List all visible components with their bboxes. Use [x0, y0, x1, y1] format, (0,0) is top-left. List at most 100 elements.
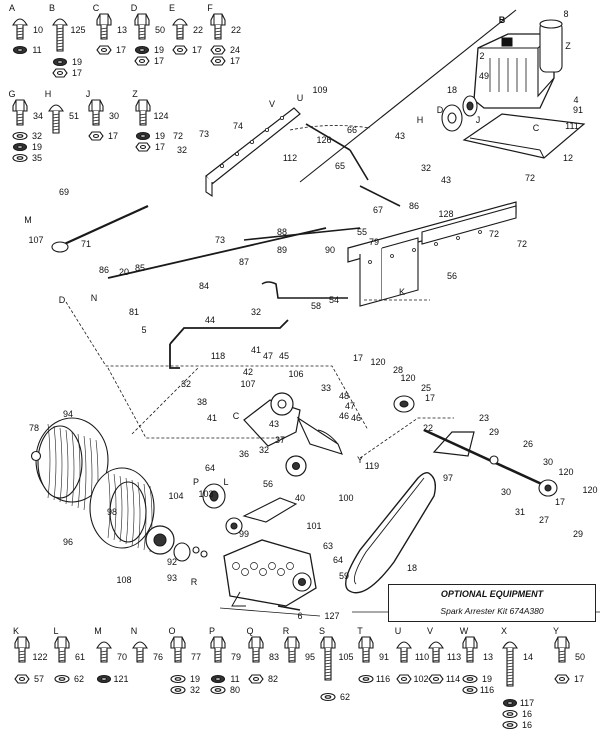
- callout-41-60: 41: [250, 345, 262, 355]
- hardware-Q-fastener: [248, 636, 264, 649]
- hardware-X-fastener-thread: [506, 677, 514, 680]
- hardware-G-fastener-thread: [16, 122, 24, 125]
- hardware-H-fastener-thread: [52, 116, 60, 119]
- callout-44-57: 44: [204, 315, 216, 325]
- hardware-D-part-17-1-label: 17: [153, 56, 165, 66]
- hardware-P-part-80-1-hole: [214, 688, 222, 692]
- tire-tread: [47, 423, 51, 499]
- callout-12-13: 12: [562, 153, 574, 163]
- hardware-letter-K: K: [12, 626, 20, 636]
- callout-Y-80: Y: [356, 455, 364, 465]
- callout-18-121: 18: [406, 563, 418, 573]
- callout-36-70: 36: [238, 449, 250, 459]
- callout-J-11: J: [475, 115, 481, 125]
- callout-108-117: 108: [116, 575, 132, 585]
- hardware-letter-P: P: [208, 626, 216, 636]
- hardware-Z-fastener: [135, 99, 151, 112]
- hardware-letter-M: M: [94, 626, 102, 636]
- hardware-Q-part-83: 83: [268, 652, 280, 662]
- callout-45-62: 45: [278, 351, 290, 361]
- hardware-B-fastener: [52, 18, 68, 26]
- hardware-K-fastener-thread: [18, 653, 26, 656]
- bracket-hole: [264, 127, 269, 132]
- callout-59-120: 59: [338, 571, 350, 581]
- hardware-B-part-17-1-label: 17: [71, 68, 83, 78]
- hardware-X-fastener-thread: [506, 665, 514, 668]
- hardware-Q-fastener-thread: [252, 656, 260, 659]
- hardware-W-part-13: 13: [482, 652, 494, 662]
- hardware-C-part-17-0-hole: [100, 47, 108, 53]
- hardware-C-fastener-thread: [100, 27, 108, 30]
- hardware-F-part-24-0-hole: [214, 47, 222, 53]
- frame-side-panel: [359, 248, 383, 307]
- callout-71-34: 71: [80, 239, 92, 249]
- hardware-letter-A: A: [8, 3, 16, 13]
- hardware-S-fastener-thread: [324, 671, 332, 674]
- callout-40-106: 40: [294, 493, 306, 503]
- hardware-A-fastener: [12, 18, 28, 26]
- hardware-H-fastener: [48, 104, 64, 112]
- hardware-R-fastener: [284, 636, 300, 649]
- hardware-X-fastener-thread: [506, 650, 514, 653]
- callout-55-43: 55: [356, 227, 368, 237]
- hardware-O-fastener-thread: [174, 653, 182, 656]
- hardware-C-part-17-0-label: 17: [115, 45, 127, 55]
- tire-tread-98: [113, 473, 117, 541]
- hardware-W-fastener-thread: [466, 656, 474, 659]
- hardware-X-part-16-1-label: 16: [521, 709, 533, 719]
- hardware-F-part-17-1-label: 17: [229, 56, 241, 66]
- hardware-letter-E: E: [168, 3, 176, 13]
- hardware-T-part-116-0-hole: [362, 677, 370, 681]
- callout-37-73: 37: [274, 435, 286, 445]
- transaxle-fin: [268, 562, 276, 570]
- callout-56-45: 56: [446, 271, 458, 281]
- callout-30-92: 30: [500, 487, 512, 497]
- hardware-K-part-57-0-label: 57: [33, 674, 45, 684]
- hardware-F-fastener-thread: [214, 27, 222, 30]
- hardware-letter-U: U: [394, 626, 402, 636]
- hardware-W-part-19-0-hole: [466, 677, 474, 681]
- hardware-G-part-34: 34: [32, 111, 44, 121]
- callout-C-12: C: [532, 123, 540, 133]
- hardware-B-part-125: 125: [70, 25, 86, 35]
- hardware-O-part-19-0-hole: [174, 677, 182, 681]
- hardware-letter-V: V: [426, 626, 434, 636]
- hardware-P-fastener-thread: [214, 650, 222, 653]
- callout-32-24: 32: [420, 163, 432, 173]
- hardware-F-fastener: [210, 13, 226, 26]
- hardware-D-part-50: 50: [154, 25, 166, 35]
- hardware-C-part-13: 13: [116, 25, 128, 35]
- hardware-S-fastener-thread: [324, 650, 332, 653]
- callout-103-109: 103: [198, 489, 214, 499]
- callout-47-77: 47: [344, 401, 356, 411]
- hardware-O-fastener-thread: [174, 659, 182, 662]
- hardware-X-fastener-thread: [506, 680, 514, 683]
- hardware-E-fastener-thread: [176, 27, 184, 30]
- hardware-F-part-22: 22: [230, 25, 242, 35]
- reference-line-dashed-2: [107, 367, 286, 439]
- hardware-M-part-70: 70: [116, 652, 128, 662]
- hardware-C-fastener: [96, 13, 112, 26]
- hardware-U-fastener-thread: [400, 659, 408, 662]
- hardware-B-part-19-0-hole: [56, 60, 64, 64]
- callout-107-64: 107: [240, 379, 256, 389]
- hardware-letter-R: R: [282, 626, 290, 636]
- hardware-M-fastener-thread: [100, 656, 108, 659]
- hardware-B-part-17-1-hole: [56, 70, 64, 76]
- hardware-Z-fastener-thread: [139, 113, 147, 116]
- callout-63-118: 63: [322, 541, 334, 551]
- callout-126-19: 126: [316, 135, 332, 145]
- hardware-A-part-11-0-hole: [16, 48, 24, 52]
- hardware-X-part-14: 14: [522, 652, 534, 662]
- hardware-Y-fastener-thread: [558, 656, 566, 659]
- hardware-F-part-17-1-hole: [214, 58, 222, 64]
- callout-H-6: H: [416, 115, 424, 125]
- hardware-L-part-62-0-label: 62: [73, 674, 85, 684]
- hardware-Q-part-82-0-hole: [252, 676, 260, 682]
- pulley-25-hub: [399, 400, 409, 408]
- tire-tread-98: [119, 475, 123, 543]
- hardware-O-fastener-thread: [174, 650, 182, 653]
- callout-32-66: 32: [180, 379, 192, 389]
- hardware-D-fastener-thread: [138, 33, 146, 36]
